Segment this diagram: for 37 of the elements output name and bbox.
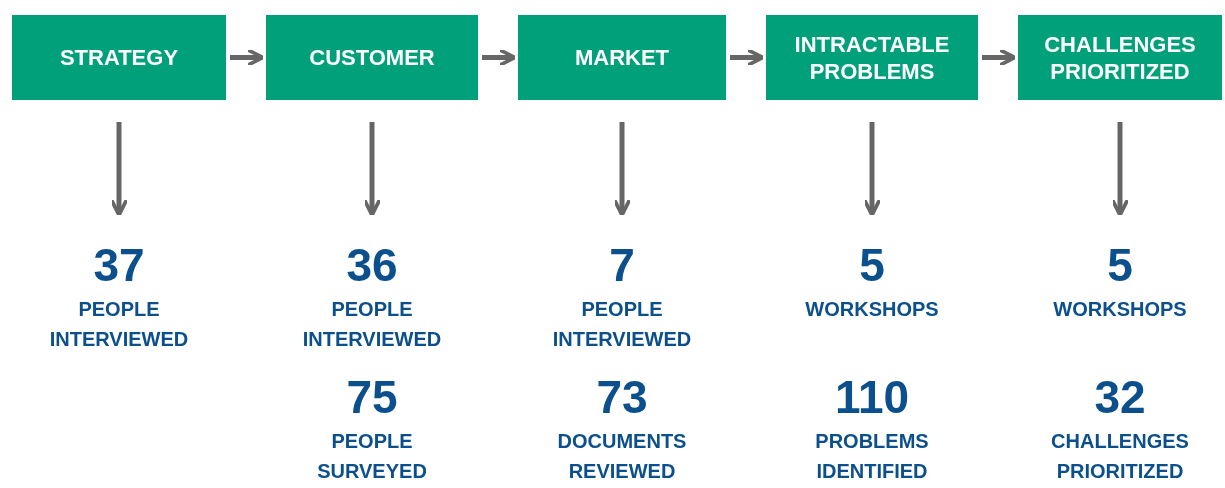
arrow [362, 122, 382, 217]
stat-label: PEOPLE INTERVIEWED [551, 297, 693, 352]
stat-number: 5 [1107, 240, 1133, 290]
stage-box [266, 15, 478, 100]
arrow [230, 48, 265, 67]
arrow [982, 48, 1017, 67]
stage-box [518, 15, 726, 100]
stage-box [766, 15, 978, 100]
stat-label: PROBLEMS IDENTIFIED [814, 429, 930, 484]
arrow [612, 122, 632, 217]
stage-box [12, 15, 226, 100]
stage-box [1018, 15, 1222, 100]
stage-title: STRATEGY [59, 44, 179, 71]
arrow [862, 122, 882, 217]
arrow [730, 48, 765, 67]
stat-number: 73 [596, 372, 648, 422]
stage-title: CUSTOMER [309, 44, 435, 71]
stat-number: 110 [834, 372, 910, 422]
stat-label: WORKSHOPS [804, 297, 940, 322]
stat-number: 75 [346, 372, 398, 422]
stage-title: CHALLENGES PRIORITIZED [1043, 30, 1197, 85]
stat-label: PEOPLE INTERVIEWED [48, 297, 190, 352]
stat-number: 7 [609, 240, 635, 290]
stat-number: 32 [1094, 372, 1146, 422]
stat-number: 36 [346, 240, 398, 290]
stage-title: MARKET [574, 44, 670, 71]
stat-number: 37 [93, 240, 145, 290]
stat-label: CHALLENGES PRIORITIZED [1050, 429, 1190, 484]
arrow [1110, 122, 1130, 217]
stage-title: INTRACTABLE PROBLEMS [793, 30, 951, 85]
stat-number: 5 [859, 240, 885, 290]
stat-label: DOCUMENTS REVIEWED [556, 429, 688, 484]
stat-label: PEOPLE INTERVIEWED [301, 297, 443, 352]
stat-label: WORKSHOPS [1052, 297, 1188, 322]
stat-label: PEOPLE SURVEYED [316, 429, 428, 484]
arrow [109, 122, 129, 217]
arrow [482, 48, 517, 67]
